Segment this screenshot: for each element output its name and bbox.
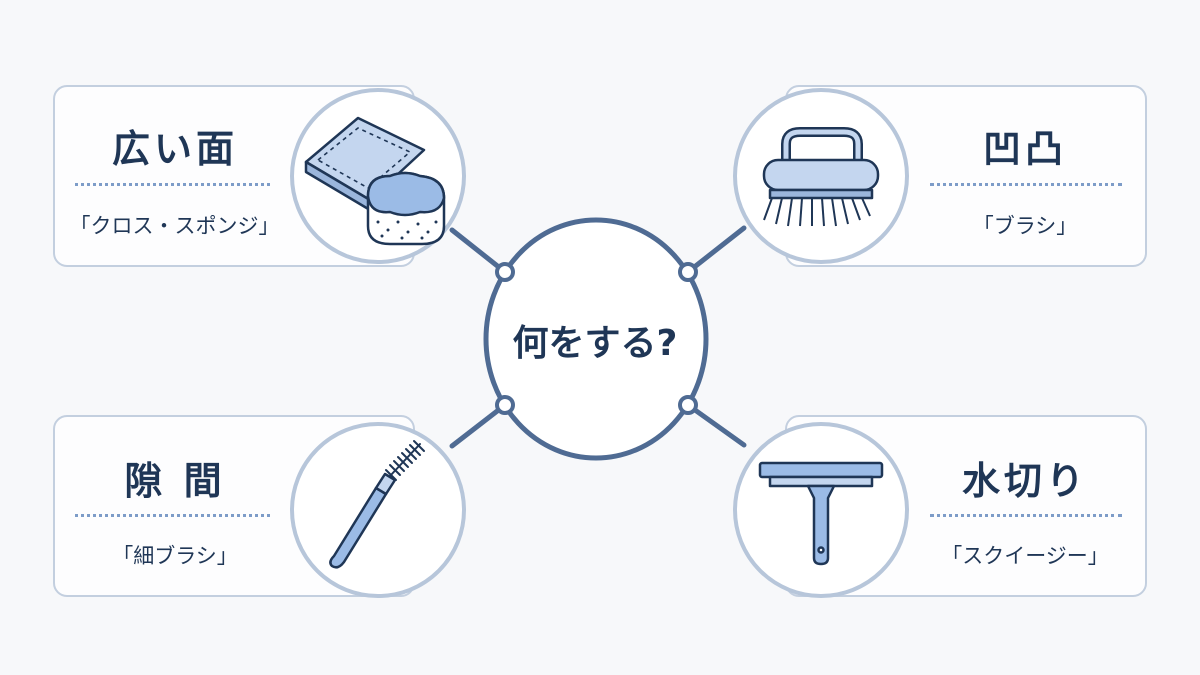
dotted-divider	[930, 514, 1122, 517]
thin-brush-icon	[329, 440, 425, 569]
icon-circle-gaps	[290, 422, 466, 598]
scrub-brush-icon	[762, 127, 880, 227]
center-label: 何をする?	[512, 323, 678, 364]
dotted-divider	[75, 514, 270, 517]
topic-subtitle-drain: 「スクイージー」	[941, 544, 1109, 568]
topic-title-wide-surface: 広い面	[111, 127, 238, 171]
connector-node	[495, 395, 515, 415]
topic-title-drain: 水切り	[961, 459, 1088, 503]
dotted-divider	[75, 183, 270, 186]
topic-subtitle-wide-surface: 「クロス・スポンジ」	[69, 214, 280, 238]
connector-node	[678, 262, 698, 282]
connector-line	[685, 402, 747, 448]
cloth-sponge-icon	[304, 116, 446, 246]
connector-line	[685, 225, 747, 275]
topic-subtitle-gaps: 「細ブラシ」	[112, 544, 238, 568]
connector-node	[495, 262, 515, 282]
dotted-divider	[930, 183, 1122, 186]
topic-title-gaps: 隙 間	[124, 459, 226, 503]
connector-line	[449, 227, 508, 275]
squeegee-icon	[758, 461, 884, 566]
center-node	[483, 217, 709, 461]
connector-line	[449, 402, 508, 449]
topic-subtitle-uneven: 「ブラシ」	[972, 214, 1078, 238]
topic-title-uneven: 凹凸	[982, 127, 1067, 171]
connector-node	[678, 395, 698, 415]
